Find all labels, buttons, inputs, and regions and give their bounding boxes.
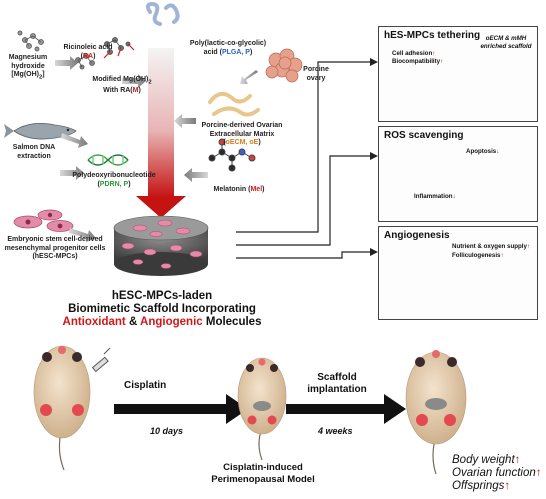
panel-tethering — [378, 26, 538, 122]
plga-label: Poly(lactic-co-glycolic) acid (PLGA, P) — [189, 40, 267, 56]
mouse-3 — [405, 350, 467, 475]
four-weeks-label: 4 weeks — [318, 426, 353, 436]
modified-mg-label: Modified Mg(OH)2 With RA(M) — [92, 76, 152, 94]
up-arrow-icon: ↑ — [500, 252, 504, 259]
up-arrow-icon: ↑ — [514, 454, 521, 466]
salmon-icon — [4, 123, 77, 140]
oecm-label: Porcine-derived Ovarian Extracellular Ma… — [201, 122, 283, 146]
mouse-1 — [33, 345, 91, 471]
outcome-body-weight: Body weight↑ — [452, 454, 521, 466]
up-arrow-icon: ↑ — [432, 50, 436, 57]
cell-adhesion-label: Cell adhesion↑ — [392, 50, 436, 57]
oecm-icon — [208, 91, 260, 117]
mgoh2-molecule-icon — [17, 30, 44, 52]
mouse-2 — [237, 357, 287, 461]
melatonin-label: Melatonin (Mel) — [213, 186, 265, 193]
connector-arrowheads — [370, 58, 378, 256]
hesc-cells-icon — [13, 209, 74, 232]
timeline-arrows — [114, 394, 406, 424]
angio-title: Angiogenesis — [384, 230, 450, 241]
down-arrow-icon: ↓ — [496, 148, 500, 155]
up-arrow-icon: ↑ — [504, 480, 511, 492]
ra-label: Ricinoleic acid (RA) — [63, 44, 113, 60]
panel-angio — [378, 226, 538, 320]
porcine-ovary-icon — [265, 48, 303, 83]
pdrn-dna-icon — [87, 154, 129, 166]
inflammation-label: Inflammation↓ — [414, 193, 456, 200]
model-label: Cisplatin-induced Perimenopausal Model — [211, 462, 315, 485]
apoptosis-label: Apoptosis↓ — [466, 148, 500, 155]
connector-lines — [236, 61, 370, 259]
outcome-ovarian-function: Ovarian function↑ — [452, 467, 542, 479]
melatonin-molecule-icon — [208, 138, 256, 172]
scaffold-title: hESC-MPCs-laden Biomimetic Scaffold Inco… — [62, 290, 262, 328]
porcine-ovary-label: Porcine ovary — [303, 66, 329, 82]
mgoh2-label: Magnesium hydroxide [Mg(OH)2] — [8, 54, 48, 81]
biocompat-label: Biocompatibility↑ — [392, 58, 444, 65]
central-gradient-arrow — [136, 48, 186, 218]
scaffold-implant-label: Scaffold implantation — [307, 372, 367, 395]
nutrient-label: Nutrient & oxygen supply↑ — [452, 243, 531, 250]
pdrn-label: Polydeoxyribonucleotide (PDRN, P) — [72, 172, 156, 188]
up-arrow-icon: ↑ — [535, 467, 542, 479]
up-arrow-icon: ↑ — [526, 243, 531, 250]
ros-title: ROS scavenging — [384, 130, 464, 141]
cisplatin-label: Cisplatin — [124, 380, 167, 391]
ten-days-label: 10 days — [150, 426, 184, 436]
scaffold-note: oECM & mMH enriched scaffold — [480, 35, 532, 50]
salmon-label: Salmon DNA extraction — [12, 144, 56, 160]
modified-mg-molecule-icon — [103, 37, 135, 59]
outcome-offsprings: Offsprings↑ — [452, 480, 511, 492]
plga-ribbon-icon — [145, 1, 180, 26]
up-arrow-icon: ↑ — [440, 58, 444, 65]
ra-molecule-icon — [75, 53, 95, 70]
scaffold-cylinder — [113, 215, 209, 276]
tethering-title: hES-MPCs tethering — [384, 30, 481, 41]
hesc-label: Embryonic stem cell-derived mesenchymal … — [4, 236, 106, 260]
input-arrows — [55, 56, 258, 242]
panel-ros — [378, 126, 538, 222]
down-arrow-icon: ↓ — [452, 193, 456, 200]
folliculogenesis-label: Folliculogenesis↑ — [452, 252, 504, 259]
